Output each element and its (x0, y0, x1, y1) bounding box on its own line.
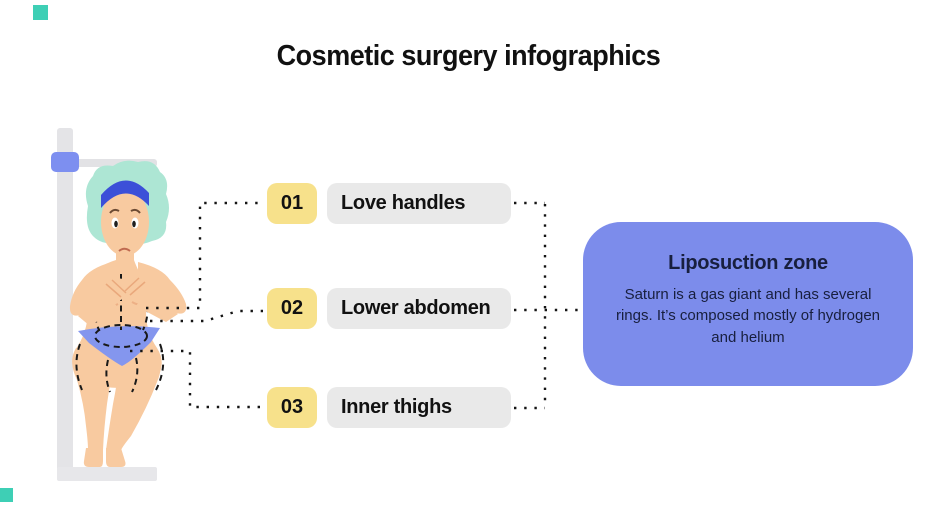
item-row-inner-thighs: 03 Inner thighs (267, 387, 511, 428)
face (109, 208, 141, 252)
liposuction-zone-card: Liposuction zone Saturn is a gas giant a… (583, 222, 913, 386)
item-row-lower-abdomen: 02 Lower abdomen (267, 288, 511, 329)
corner-accent-square-top (33, 5, 48, 20)
page-title: Cosmetic surgery infographics (276, 40, 661, 72)
card-body: Saturn is a gas giant and has several ri… (615, 286, 881, 346)
item-label-pill: Inner thighs (327, 387, 511, 428)
item-row-love-handles: 01 Love handles (267, 183, 511, 224)
cap-band (101, 180, 149, 208)
patient-figure (69, 160, 187, 467)
item-label-pill: Lower abdomen (327, 288, 511, 329)
card-title: Liposuction zone (668, 252, 828, 274)
item-number-badge: 02 (267, 288, 317, 329)
corner-accent-square-bottom (0, 488, 13, 502)
item-number-badge: 01 (267, 183, 317, 224)
finger-lines (105, 277, 146, 298)
item-label-pill: Love handles (327, 183, 511, 224)
dotted-connector-lines (130, 201, 583, 410)
height-measure-equipment (51, 128, 157, 481)
item-number-badge: 03 (267, 387, 317, 428)
